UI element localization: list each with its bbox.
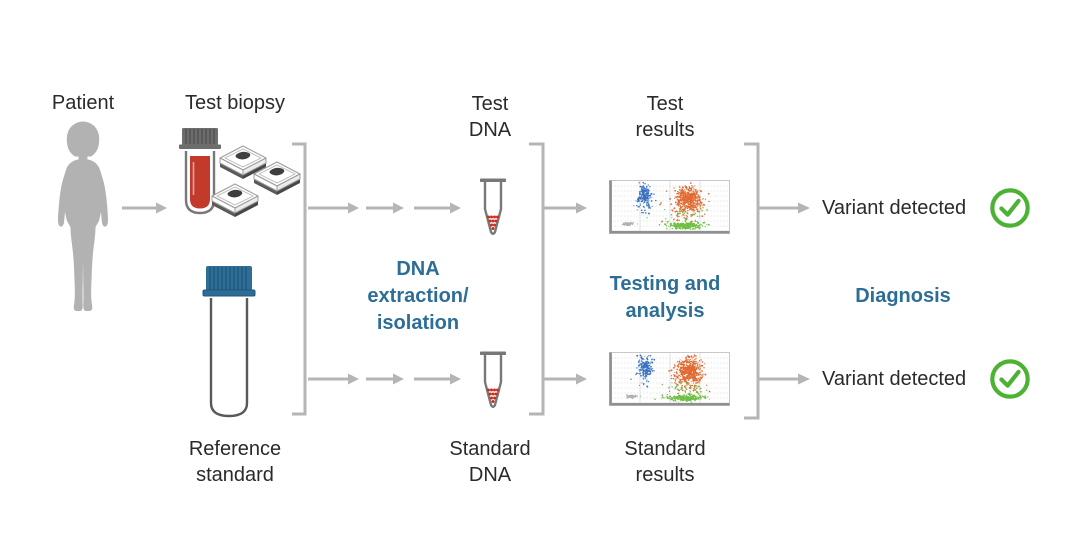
scatter-points [625,354,711,404]
arrow-extract-top-3 [414,202,461,214]
test-results-label-line1: Test [646,93,684,115]
blood-tube-icon [179,128,221,215]
arrow-extract-top-1 [308,202,359,214]
patient-icon [58,121,108,311]
testing-stage-label: Testing and analysis [610,271,721,325]
check-circle-icon-top [990,188,1030,228]
standard-results-label-line2: results [635,464,695,486]
arrow-testing-top [543,202,587,214]
variant-detected-label-bottom: Variant detected [822,368,967,390]
standard-dna-label-line1: Standard [449,438,531,460]
arrow-extract-bottom-1 [308,373,359,385]
reference-standard-label-line2: standard [196,464,274,486]
arrow-outcome-top [758,202,810,214]
extraction-line1: DNA [396,258,440,280]
standard-dna-label-line2: DNA [468,464,512,486]
arrow-testing-bottom [543,373,587,385]
test-dna-label-line2: DNA [468,119,512,141]
test-dna-label-line1: Test [471,93,509,115]
testing-line1: Testing and [609,273,721,295]
standard-results-plot [609,352,730,406]
arrow-extract-bottom-3 [414,373,461,385]
arrow-extract-bottom-2 [366,373,404,385]
scatter-points [621,181,711,230]
tissue-cassettes-icon [211,145,301,218]
test-results-label: Test results [636,91,695,143]
variant-detected-label-top: Variant detected [822,197,967,219]
extraction-line2: extraction/ [367,285,469,307]
diagnosis-stage-label: Diagnosis [855,285,951,307]
dna-extraction-stage-label: DNA extraction/ isolation [367,256,468,337]
test-dna-tube-icon [480,178,506,235]
standard-results-label: Standard results [624,436,705,488]
standard-results-label-line1: Standard [624,438,706,460]
reference-standard-label-line1: Reference [188,438,282,460]
arrow-extract-top-2 [366,202,404,214]
standard-dna-tube-icon [480,351,506,408]
split-bracket-3 [744,142,760,420]
arrow-patient-to-biopsy [122,202,167,214]
check-circle-icon-bottom [990,359,1030,399]
reference-standard-label: Reference standard [189,436,281,488]
test-dna-label: Test DNA [469,91,511,143]
reference-tube-icon [202,266,256,418]
split-bracket-2 [529,142,545,416]
testing-line2: analysis [625,300,705,322]
test-results-plot [609,180,730,234]
gridlines [611,353,728,404]
arrow-outcome-bottom [758,373,810,385]
extraction-line3: isolation [376,312,460,334]
patient-label: Patient [51,92,115,114]
test-biopsy-label: Test biopsy [184,92,286,114]
standard-dna-label: Standard DNA [449,436,530,488]
test-results-label-line2: results [635,119,695,141]
